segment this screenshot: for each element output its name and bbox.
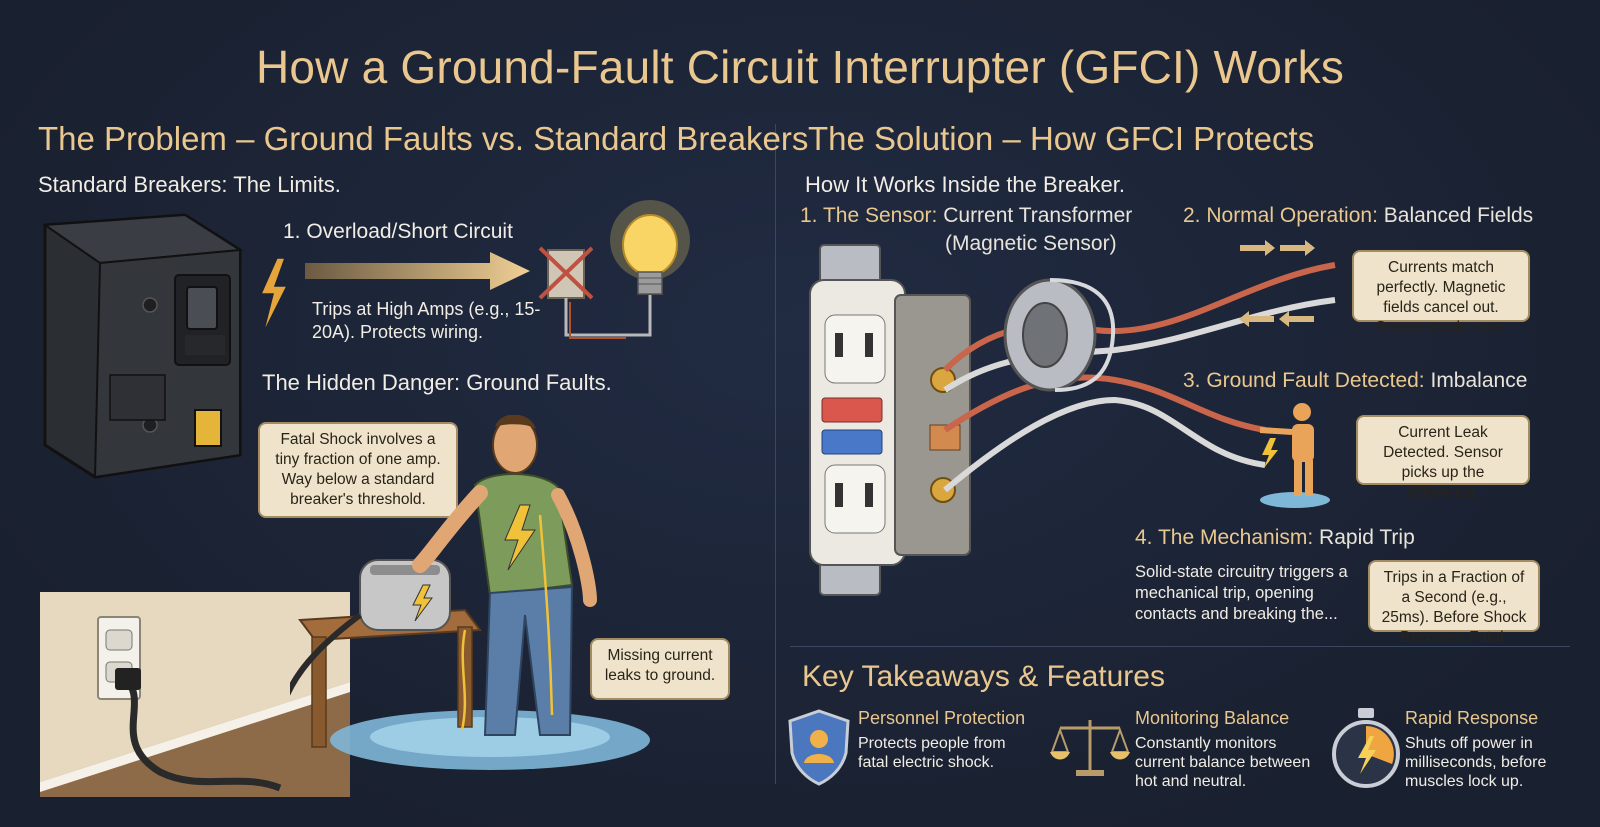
lightning-bolt-icon [259, 257, 289, 335]
normal-operation-label: 2. Normal Operation: Balanced Fields [1183, 204, 1534, 227]
takeaway-title-1: Personnel Protection [858, 708, 1026, 728]
takeaway-text-1: Protects people from fatal electric shoc… [858, 735, 1006, 771]
overload-label: 1. Overload/Short Circuit [283, 220, 513, 243]
arrow-icon [305, 252, 530, 290]
trip-time-callout: Trips in a Fraction of a Second (e.g., 2… [1368, 560, 1540, 646]
gfci-outlet-diagram [809, 240, 1336, 596]
page-title: How a Ground-Fault Circuit Interrupter (… [255, 41, 1345, 93]
solution-subheading: How It Works Inside the Breaker. [805, 172, 1125, 197]
circuit-breaker-illustration [42, 213, 244, 479]
balance-scale-icon [1050, 720, 1130, 776]
takeaway-title-3: Rapid Response [1405, 708, 1539, 728]
ground-fault-label: 3. Ground Fault Detected: Imbalance [1183, 369, 1528, 392]
section-divider [790, 646, 1570, 647]
takeaway-text-3: Shuts off power in milliseconds, before … [1405, 735, 1547, 790]
problem-heading: The Problem – Ground Faults vs. Standard… [38, 120, 809, 157]
stopwatch-icon [1332, 708, 1400, 788]
shocked-person-icon [1259, 403, 1330, 508]
column-divider [775, 124, 776, 784]
sensor-sublabel: (Magnetic Sensor) [945, 232, 1117, 255]
takeaway-text-2: Constantly monitors current balance betw… [1135, 735, 1311, 790]
ground-fault-person-illustration [290, 415, 650, 770]
solution-heading: The Solution – How GFCI Protects [808, 120, 1315, 157]
light-bulb-circuit-illustration [538, 200, 690, 339]
normal-operation-callout: Currents match perfectly. Magnetic field… [1352, 250, 1530, 336]
leak-callout: Missing current leaks to ground. [590, 638, 730, 700]
wall-outlet-scene [40, 592, 350, 797]
takeaway-title-2: Monitoring Balance [1135, 708, 1290, 728]
mechanism-description: Solid-state circuitry triggers a mechani… [1135, 563, 1348, 623]
sensor-label: 1. The Sensor: Current Transformer [800, 204, 1133, 227]
fatal-shock-callout: Fatal Shock involves a tiny fraction of … [258, 422, 458, 518]
overload-description: Trips at High Amps (e.g., 15-20A). Prote… [312, 299, 541, 342]
hidden-danger-heading: The Hidden Danger: Ground Faults. [262, 370, 612, 395]
mechanism-label: 4. The Mechanism: Rapid Trip [1135, 526, 1415, 549]
shield-person-icon [788, 709, 850, 786]
takeaways-heading: Key Takeaways & Features [802, 660, 1165, 693]
problem-subheading: Standard Breakers: The Limits. [38, 172, 341, 197]
ground-fault-callout: Current Leak Detected. Sensor picks up t… [1356, 415, 1530, 501]
